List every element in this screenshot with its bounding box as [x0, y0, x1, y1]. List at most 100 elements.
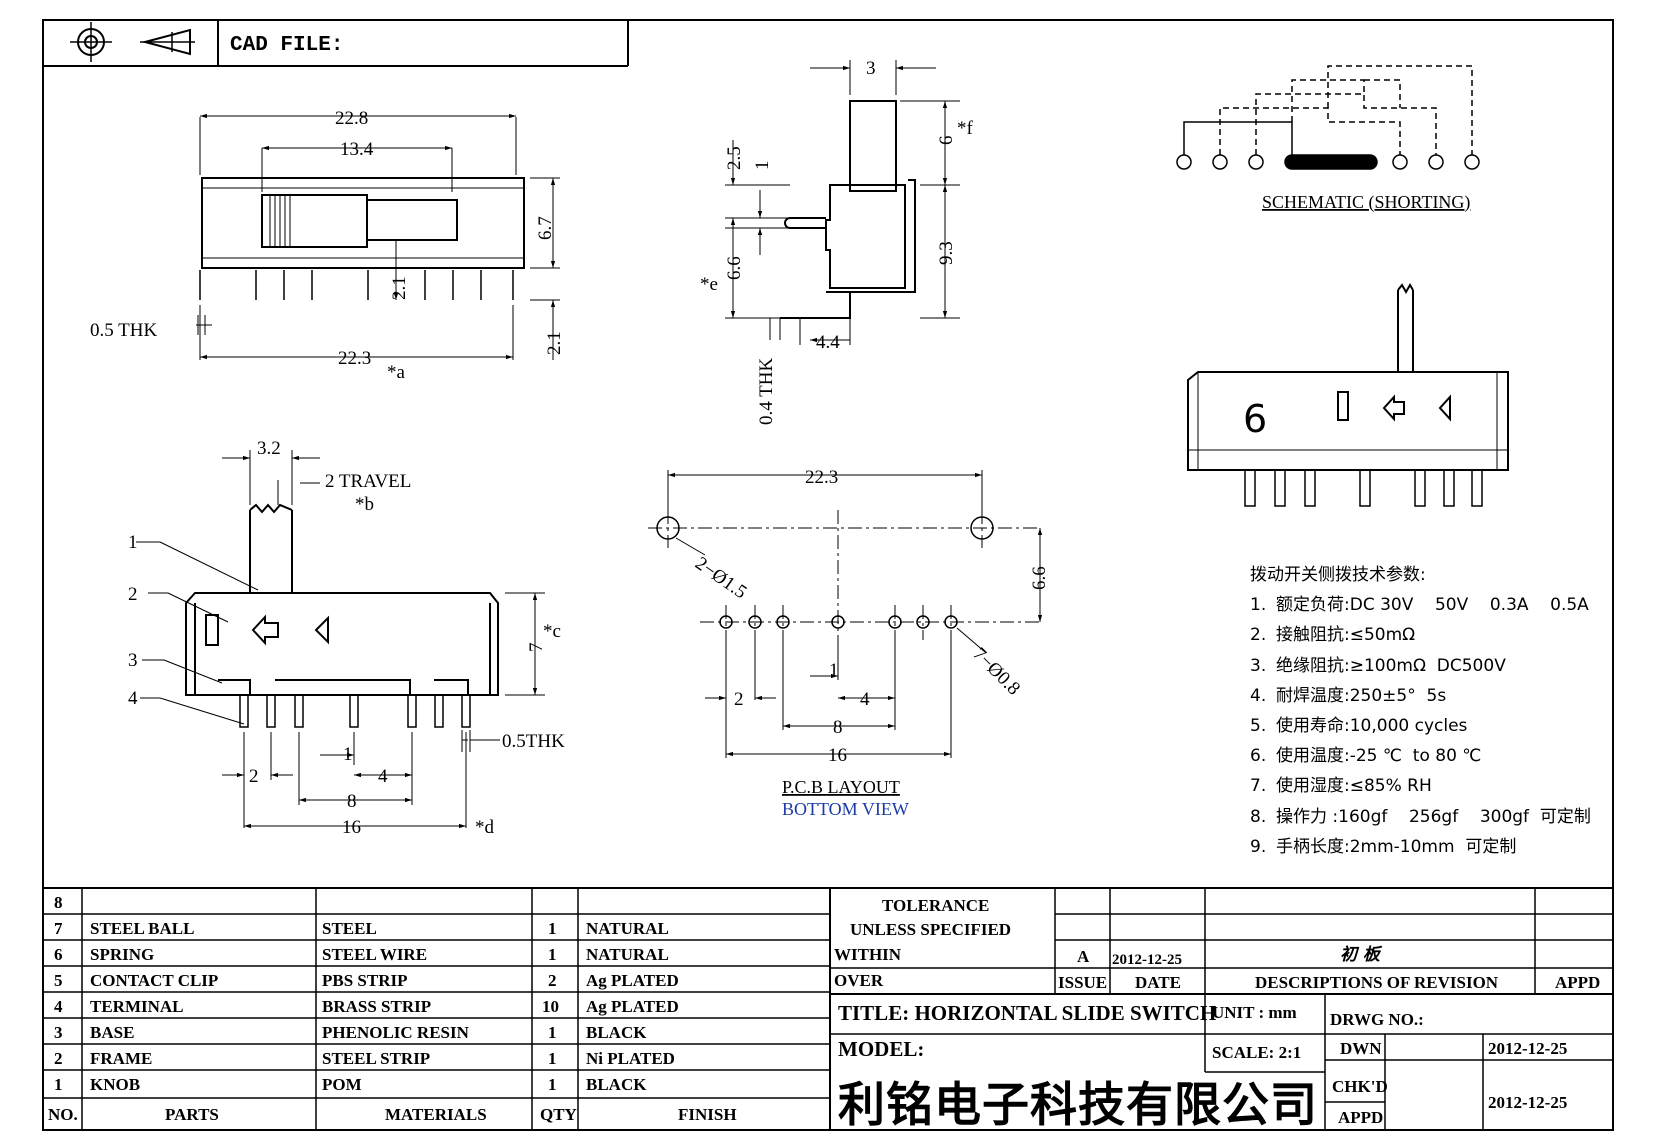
spec-label: 使用湿度: — [1276, 776, 1350, 797]
dim-body-width: 22.3 — [338, 348, 371, 369]
table-row: 6 SPRING STEEL WIRE 1 NATURAL — [54, 945, 669, 964]
spec-label: 耐焊温度: — [1276, 685, 1350, 706]
iso-view — [1187, 283, 1509, 507]
spec-number: 1. — [1250, 595, 1267, 616]
dim-knob-width-front: 3.2 — [257, 438, 281, 459]
spec-number: 2. — [1250, 625, 1267, 646]
spec-value: -25 ℃ to 80 ℃ — [1349, 746, 1482, 767]
note-b: *b — [355, 494, 374, 515]
drwg-no-label: DRWG NO.: — [1330, 1010, 1424, 1029]
spec-label: 接触阻抗: — [1276, 625, 1350, 646]
row-materials: STEEL WIRE — [322, 945, 427, 964]
spec-label: 使用温度: — [1276, 746, 1350, 767]
front-view-dims: 3.2 2 TRAVEL *b 7 *c 1 2 3 4 2 1 4 8 16 … — [128, 438, 565, 838]
tolerance-label: TOLERANCE — [882, 896, 989, 915]
spec-value: 160gf 256gf 300gf 可定制 — [1338, 806, 1591, 827]
spec-item: 7.使用湿度:≤85% RH — [1250, 771, 1591, 801]
side-view — [725, 60, 960, 345]
dim-pcb-p1: 1 — [829, 660, 839, 681]
row-finish: BLACK — [586, 1023, 647, 1042]
row-parts: SPRING — [90, 945, 154, 964]
projection-symbol-icon — [70, 22, 195, 62]
spec-value: ≤85% RH — [1349, 776, 1432, 797]
model-label: MODEL: — [838, 1037, 924, 1061]
appd-label: APPD — [1555, 973, 1600, 992]
row-qty: 1 — [548, 919, 557, 938]
spec-item: 5.使用寿命:10,000 cycles — [1250, 711, 1591, 741]
header-no: NO. — [48, 1105, 78, 1124]
spec-item: 1.额定负荷:DC 30V 50V 0.3A 0.5A — [1250, 590, 1591, 620]
side-view-dims: 3 6 *f 2.5 1 6.6 *e 9.3 4.4 0.4 THK — [700, 58, 974, 425]
row-qty: 1 — [548, 945, 557, 964]
table-row: 1 KNOB POM 1 BLACK — [54, 1075, 647, 1094]
header-box: CAD FILE: — [43, 20, 629, 67]
dim-d1: 2.5 — [724, 146, 745, 170]
dim-overall-width: 22.8 — [335, 108, 368, 129]
header-materials: MATERIALS — [385, 1105, 487, 1124]
spec-number: 9. — [1250, 836, 1267, 857]
spec-value: 250±5° 5s — [1349, 685, 1447, 706]
dim-offset: 4.4 — [816, 332, 840, 353]
pcb-subtitle: BOTTOM VIEW — [782, 799, 909, 819]
dim-pcb-width: 22.3 — [805, 467, 838, 488]
dim-p1: 1 — [343, 744, 353, 765]
dim-height: 6.7 — [535, 216, 556, 240]
spec-item: 2.接触阻抗:≤50mΩ — [1250, 620, 1591, 650]
row-materials: BRASS STRIP — [322, 997, 431, 1016]
row-finish: Ag PLATED — [586, 971, 679, 990]
row-qty: 10 — [542, 997, 559, 1016]
row-qty: 1 — [548, 1075, 557, 1094]
note-d: *d — [475, 817, 495, 838]
row-parts: FRAME — [90, 1049, 152, 1068]
scale-label: SCALE: 2:1 — [1212, 1043, 1301, 1062]
spec-number: 8. — [1250, 806, 1267, 827]
dim-hole-big: 2−Ø1.5 — [691, 553, 750, 603]
dim-travel: 2 TRAVEL — [325, 471, 411, 492]
spec-list: 拨动开关侧拨技术参数: 1.额定负荷:DC 30V 50V 0.3A 0.5A … — [1250, 560, 1591, 862]
dim-thk-front: 0.5THK — [502, 731, 565, 752]
spec-number: 5. — [1250, 716, 1267, 737]
spec-label: 操作力 : — [1276, 806, 1339, 827]
title-block — [830, 888, 1613, 1130]
row-qty: 1 — [548, 1023, 557, 1042]
table-row: 4 TERMINAL BRASS STRIP 10 Ag PLATED — [54, 997, 679, 1016]
header-parts: PARTS — [165, 1105, 219, 1124]
header-finish: FINISH — [678, 1105, 737, 1124]
row-qty: 2 — [548, 971, 557, 990]
table-header: NO. PARTS MATERIALS QTY FINISH — [48, 1105, 737, 1124]
note-a: *a — [387, 362, 406, 383]
dim-p16: 16 — [342, 817, 361, 838]
front-view — [136, 450, 545, 829]
parts-table — [43, 887, 1613, 1130]
callout-3: 3 — [128, 650, 138, 671]
row-finish: NATURAL — [586, 945, 669, 964]
dim-pin-length: 2.1 — [389, 276, 410, 300]
dim-d2: 1 — [752, 161, 773, 171]
over-label: OVER — [834, 971, 884, 990]
spec-item: 6.使用温度:-25 ℃ to 80 ℃ — [1250, 741, 1591, 771]
spec-value: 2mm-10mm 可定制 — [1349, 836, 1517, 857]
spec-label: 绝缘阻抗: — [1276, 655, 1350, 676]
dim-pcb-p2: 2 — [734, 689, 744, 710]
row-parts: CONTACT CLIP — [90, 971, 218, 990]
pcb-title: P.C.B LAYOUT — [782, 777, 900, 797]
iso-marking: 6 — [1243, 397, 1267, 441]
callout-1: 1 — [128, 532, 138, 553]
row-no: 7 — [54, 919, 63, 938]
sheet-border — [42, 19, 1614, 1131]
table-row: 3 BASE PHENOLIC RESIN 1 BLACK — [54, 1023, 647, 1042]
dim-body-height: 9.3 — [936, 241, 957, 265]
unit-label: UNIT : mm — [1212, 1003, 1297, 1022]
row-no: 8 — [54, 893, 63, 912]
cad-file-label: CAD FILE: — [230, 34, 343, 57]
spec-label: 手柄长度: — [1276, 836, 1350, 857]
spec-item: 4.耐焊温度:250±5° 5s — [1250, 681, 1591, 711]
spec-label: 使用寿命: — [1276, 716, 1350, 737]
dim-pcb-p8: 8 — [833, 717, 843, 738]
rev-description: 初 板 — [1340, 945, 1383, 965]
callout-2: 2 — [128, 584, 138, 605]
note-c: *c — [543, 621, 561, 642]
drawing-title: TITLE: HORIZONTAL SLIDE SWITCH — [838, 1001, 1216, 1025]
row-materials: PBS STRIP — [322, 971, 408, 990]
